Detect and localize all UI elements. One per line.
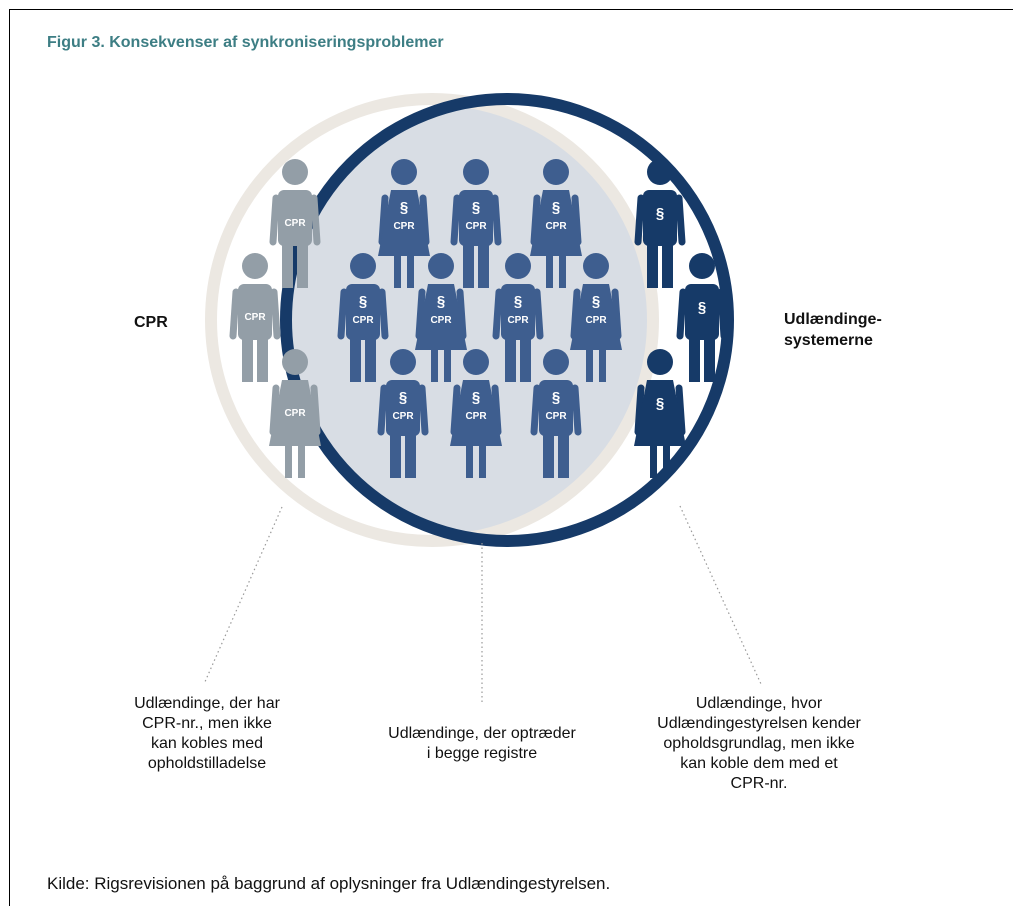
cpr-badge: CPR [545,411,567,422]
both-person-male: § CPR [377,349,429,478]
paragraph-badge: § [437,293,445,310]
caption-left-line: kan kobles med [150,735,264,752]
cpr-badge: CPR [393,221,415,232]
both-person-male: § CPR [337,253,389,382]
caption-right-line: Udlændinge, hvor [695,695,823,712]
caption-left-line: opholdstilladelse [147,755,267,772]
caption-center-line: i begge registre [426,745,538,762]
both-person-male: § CPR [492,253,544,382]
cpr-badge: CPR [430,315,452,326]
cpr-badge: CPR [284,408,306,419]
cpr-set-label: CPR [134,314,168,331]
caption-right-line: CPR-nr. [730,775,788,792]
udl-only-person-female: § [634,349,686,478]
cpr-only-person-male: CPR [269,159,321,288]
cpr-only-person-female: CPR [269,349,321,478]
caption-center-line: Udlændinge, der optræder [388,725,576,742]
paragraph-badge: § [656,205,664,222]
paragraph-badge: § [359,293,367,310]
both-person-female: § CPR [570,253,622,382]
udl-only-person-male: § [634,159,686,288]
figure-frame [9,9,1013,906]
both-person-female: § CPR [450,349,502,478]
caption-left-line: Udlændinge, der har [134,695,280,712]
both-person-male: § CPR [450,159,502,288]
paragraph-badge: § [514,293,522,310]
people-figures: CPR CPR CPR § CPR § CPR § CPR § CPR § CPR § CPR § CPR § CP… [229,159,728,478]
both-person-male: § CPR [530,349,582,478]
cpr-badge: CPR [284,218,306,229]
paragraph-badge: § [472,389,480,406]
cpr-badge: CPR [465,411,487,422]
cpr-badge: CPR [545,221,567,232]
udlaendinge-ring [280,93,734,547]
paragraph-badge: § [399,389,407,406]
paragraph-badge: § [552,389,560,406]
cpr-badge: CPR [392,411,414,422]
paragraph-badge: § [592,293,600,310]
leader-line-left [203,506,283,685]
paragraph-badge: § [656,395,664,412]
caption-left-line: CPR-nr., men ikke [142,715,272,732]
cpr-badge: CPR [465,221,487,232]
caption-right-line: Udlændingestyrelsen kender [657,715,861,732]
cpr-badge: CPR [585,315,607,326]
cpr-ring [205,93,659,547]
paragraph-badge: § [472,199,480,216]
both-person-female: § CPR [415,253,467,382]
cpr-badge: CPR [244,312,266,323]
cpr-only-person-male: CPR [229,253,281,382]
udlaendinge-set-label: Udlændinge- systemerne [784,309,882,351]
both-person-female: § CPR [378,159,430,288]
source-note: Kilde: Rigsrevisionen på baggrund af opl… [47,874,611,893]
cpr-badge: CPR [352,315,374,326]
both-person-female: § CPR [530,159,582,288]
paragraph-badge: § [552,199,560,216]
caption-right-line: kan koble dem med et [680,755,838,772]
paragraph-badge: § [698,299,706,316]
paragraph-badge: § [400,199,408,216]
udl-only-person-male: § [676,253,728,382]
udlaendinge-label-line-2: systemerne [784,332,873,349]
cpr-badge: CPR [507,315,529,326]
caption-left: Udlændinge, der har CPR-nr., men ikke ka… [92,694,322,774]
caption-center: Udlændinge, der optræder i begge registr… [352,724,612,764]
leader-line-right [679,505,762,685]
udlaendinge-label-line-1: Udlændinge- [784,311,882,328]
caption-right: Udlændinge, hvor Udlændingestyrelsen ken… [636,694,882,794]
figure-title: Figur 3. Konsekvenser af synkroniserings… [47,34,444,51]
caption-right-line: opholdsgrundlag, men ikke [663,735,855,752]
